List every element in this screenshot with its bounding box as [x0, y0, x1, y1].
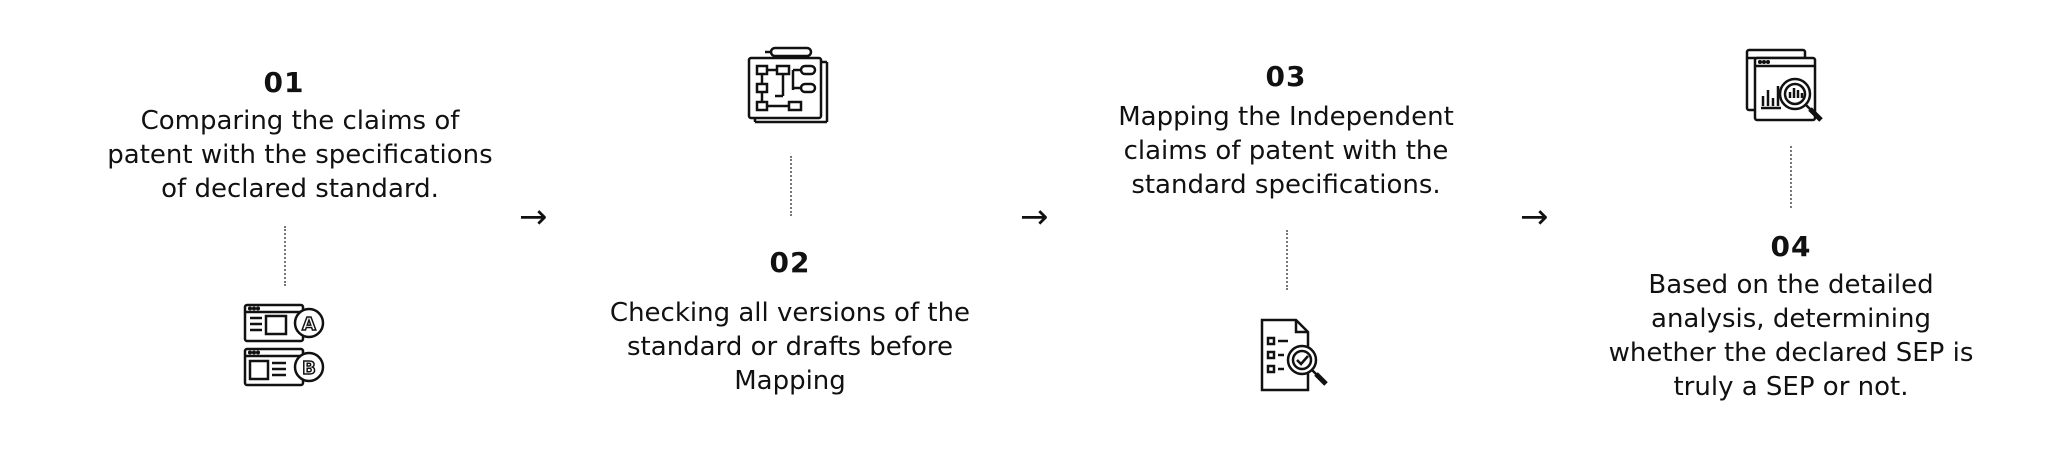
step-01-connector-dots	[284, 226, 286, 286]
step-04-text-line-2: analysis, determining	[1651, 304, 1931, 334]
step-01-text-line-3: of declared standard.	[161, 174, 439, 204]
step-02-number: 02	[769, 246, 811, 279]
connector-arrow-1: →	[519, 197, 548, 237]
chart-analysis-search-icon	[1745, 48, 1831, 130]
step-03-text-line-2: claims of patent with the	[1123, 136, 1449, 166]
step-02-text-line-3: Mapping	[734, 366, 846, 396]
step-04-text-line-3: whether the declared SEP is	[1608, 338, 1974, 368]
step-03-text-line-3: standard specifications.	[1131, 170, 1441, 200]
step-04-number: 04	[1770, 230, 1812, 263]
step-03-connector-dots	[1286, 230, 1288, 290]
step-03-text-line-1: Mapping the Independent	[1118, 102, 1454, 132]
flowchart-board-icon	[745, 46, 831, 126]
step-02-text-line-1: Checking all versions of the	[609, 298, 971, 328]
step-03-text: Mapping the Independent claims of patent…	[1081, 100, 1491, 202]
step-02-text: Checking all versions of the standard or…	[575, 296, 1005, 398]
step-04-text-line-4: truly a SEP or not.	[1673, 372, 1909, 402]
step-04-connector-dots	[1790, 146, 1792, 208]
compare-ab-icon: A B	[243, 301, 329, 389]
connector-arrow-3: →	[1520, 197, 1549, 237]
step-01-text-line-1: Comparing the claims of	[140, 106, 460, 136]
document-check-search-icon	[1258, 318, 1334, 394]
step-02-text-line-2: standard or drafts before	[627, 332, 953, 362]
step-04-text: Based on the detailed analysis, determin…	[1561, 268, 2021, 404]
step-04-text-line-1: Based on the detailed	[1648, 270, 1934, 300]
step-01-text-line-2: patent with the specifications	[107, 140, 493, 170]
svg-text:B: B	[302, 358, 316, 379]
step-01-text: Comparing the claims of patent with the …	[85, 104, 515, 206]
step-03-number: 03	[1265, 60, 1307, 93]
svg-text:A: A	[302, 314, 316, 335]
step-01-number: 01	[263, 66, 305, 99]
connector-arrow-2: →	[1020, 197, 1049, 237]
step-02-connector-dots	[790, 156, 792, 216]
